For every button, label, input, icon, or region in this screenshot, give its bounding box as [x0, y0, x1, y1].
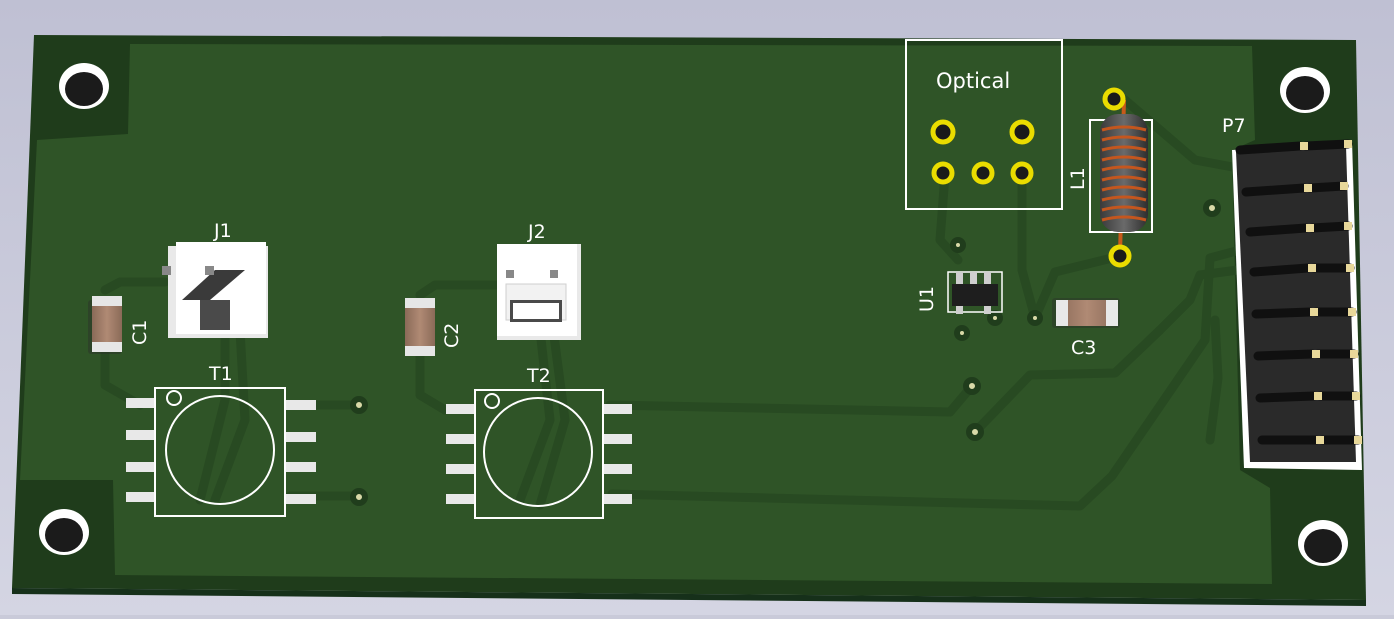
label-j2: J2 [527, 221, 546, 243]
capacitor-c3 [1052, 298, 1120, 328]
connector-j1 [162, 242, 268, 338]
label-p7: P7 [1222, 115, 1246, 137]
mounting-holes [39, 63, 1348, 566]
label-optical: Optical [936, 69, 1010, 93]
pcb-board-edge [12, 588, 1366, 606]
vias [350, 199, 1221, 506]
label-u1: U1 [916, 286, 938, 312]
copper-pour [20, 44, 1272, 584]
label-t1: T1 [208, 363, 233, 385]
mounting-hole-bottom-right [1298, 520, 1348, 566]
label-c3: C3 [1071, 337, 1096, 359]
mounting-hole-top-right [1280, 67, 1330, 113]
label-l1: L1 [1067, 167, 1089, 190]
optical-footprint [905, 39, 1063, 210]
capacitor-c2 [405, 298, 435, 356]
label-t2: T2 [526, 365, 551, 387]
label-j1: J1 [213, 220, 232, 242]
transformer-t2 [446, 389, 632, 519]
capacitor-c1 [88, 296, 122, 354]
header-p7 [1232, 139, 1363, 470]
transformer-t1 [126, 387, 316, 517]
label-c1: C1 [129, 320, 151, 345]
ic-u1 [947, 271, 1003, 314]
connector-j2 [497, 244, 581, 340]
mounting-hole-top-left [59, 63, 109, 109]
label-c2: C2 [441, 323, 463, 348]
mounting-hole-bottom-left [39, 509, 89, 555]
inductor-l1 [1089, 87, 1153, 268]
